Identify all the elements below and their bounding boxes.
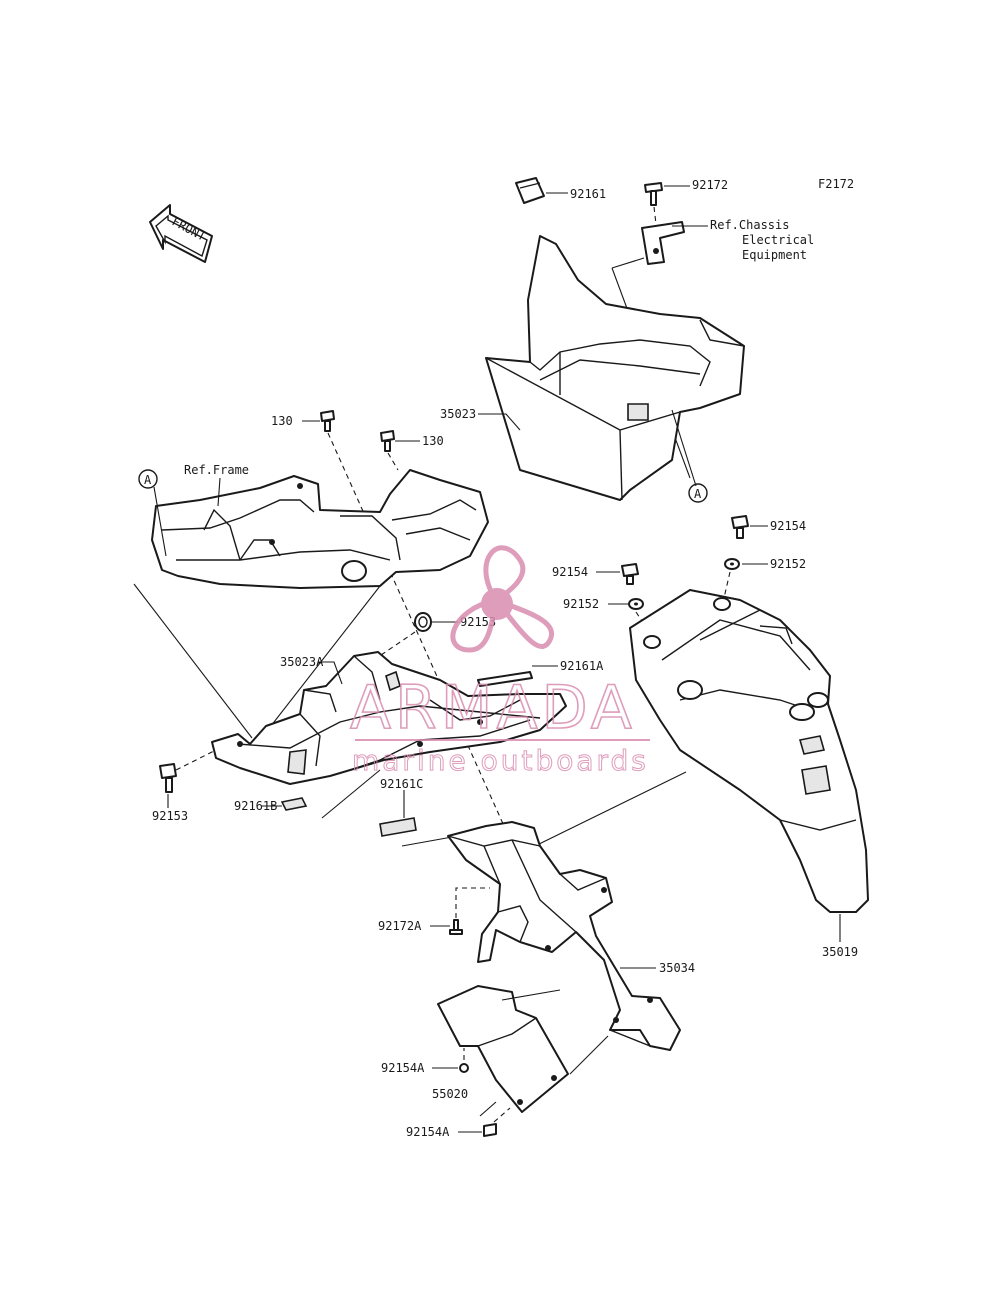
label-92152-top: 92152 [770, 557, 806, 571]
label-92161c: 92161C [380, 777, 423, 791]
part-35034-bracket [447, 821, 681, 1051]
ref-chassis-line3: Equipment [742, 248, 807, 262]
part-92161c-pad [379, 817, 417, 837]
washer-92152-top-icon [724, 558, 740, 570]
label-35023: 35023 [440, 407, 476, 421]
ref-frame [151, 469, 489, 589]
watermark-brand: ARMADA [350, 673, 636, 743]
part-92161-pad [515, 177, 545, 204]
washer-92152-mid-icon [628, 598, 644, 610]
label-92154a-lower: 92154A [406, 1125, 450, 1139]
label-92161a: 92161A [560, 659, 604, 673]
marker-a-left: A [138, 469, 158, 489]
label-35023a: 35023A [280, 655, 324, 669]
label-55020: 55020 [432, 1087, 468, 1101]
label-92152-mid: 92152 [563, 597, 599, 611]
screw-92172-icon [644, 182, 663, 206]
label-92172: 92172 [692, 178, 728, 192]
label-130-right: 130 [422, 434, 444, 448]
watermark-tagline: marine outboards [352, 744, 649, 777]
label-92161b: 92161B [234, 799, 277, 813]
part-35023a-lower-cover [211, 651, 567, 785]
figure-code: F2172 [818, 177, 854, 191]
label-130-left: 130 [271, 414, 293, 428]
screw-92154a-upper-icon [459, 1063, 469, 1073]
screw-92154-top-icon [731, 515, 749, 539]
label-35019: 35019 [822, 945, 858, 959]
ref-chassis-line1: Ref.Chassis [710, 218, 789, 232]
label-92172a: 92172A [378, 919, 422, 933]
propeller-hub [481, 588, 513, 620]
label-35034: 35034 [659, 961, 695, 975]
svg-text:A: A [144, 473, 152, 487]
part-92161a-strip [477, 671, 533, 687]
bolt-130-right-icon [380, 430, 395, 452]
ref-frame-label: Ref.Frame [184, 463, 249, 477]
label-92153-upper: 92153 [460, 615, 496, 629]
label-92153-lower: 92153 [152, 809, 188, 823]
part-92161b-pad [280, 797, 308, 811]
front-arrow-icon: FRONT [149, 204, 213, 263]
svg-text:A: A [694, 487, 702, 501]
propeller-logo-icon [450, 545, 555, 653]
label-92154-mid: 92154 [552, 565, 588, 579]
screw-92172a-icon [449, 919, 463, 935]
label-92161: 92161 [570, 187, 606, 201]
screw-92154a-lower-icon [483, 1123, 497, 1137]
label-92154-top: 92154 [770, 519, 806, 533]
marker-a-right: A [688, 483, 708, 503]
bolt-92153-lower-icon [159, 763, 177, 793]
label-92154a-upper: 92154A [381, 1061, 425, 1075]
part-55020-plate [437, 985, 569, 1113]
grommet-92153-upper-icon [414, 612, 432, 632]
part-35023-upper-cover [485, 235, 745, 501]
watermark-logo: ARMADA marine outboards [349, 545, 650, 778]
ref-chassis-line2: Electrical [742, 233, 814, 247]
screw-92154-mid-icon [621, 563, 639, 585]
bracket-chassis [641, 221, 685, 265]
part-35019-rear-fender [629, 589, 869, 913]
bolt-130-left-icon [320, 410, 335, 432]
